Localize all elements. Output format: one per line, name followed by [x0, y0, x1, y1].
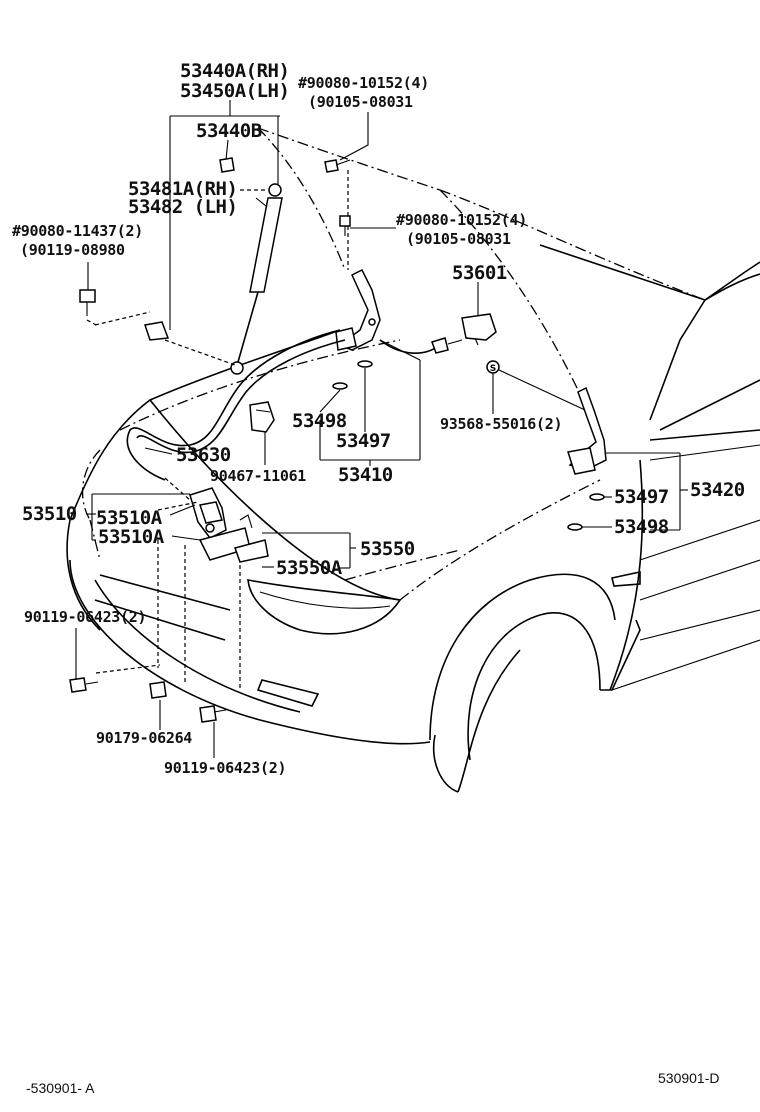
release-cable [126, 329, 463, 481]
label-53410: 53410 [338, 464, 393, 486]
label-53498-center: 53498 [292, 410, 347, 432]
car-body-outline [66, 127, 760, 793]
lock-release-lever [461, 313, 497, 346]
label-53497-center: 53497 [336, 430, 391, 452]
label-53440B: 53440B [196, 120, 262, 142]
top-bolt [324, 159, 351, 270]
label-90105-08031-top: (90105-08031 [308, 93, 413, 111]
hood-hinge-right [567, 386, 607, 531]
clip-93568: S [486, 360, 500, 374]
leader-lines [75, 100, 688, 758]
label-90080-10152-mid: #90080-10152(4) [396, 211, 527, 229]
label-53510A-2: 53510A [98, 526, 164, 548]
label-53550A: 53550A [276, 557, 342, 579]
label-53510: 53510 [22, 503, 77, 525]
svg-text:S: S [490, 364, 496, 374]
label-53482: 53482 (LH) [128, 196, 238, 218]
label-53481A: 53481A(RH) [128, 178, 238, 200]
hood-hinge-left [335, 268, 381, 351]
label-53510A-1: 53510A [96, 507, 162, 529]
support-bracket [79, 289, 236, 366]
label-53630: 53630 [176, 444, 231, 466]
label-90080-11437: #90080-11437(2) [12, 222, 143, 240]
label-90119-08980: (90119-08980 [20, 241, 125, 259]
washers-center [332, 360, 373, 390]
label-90467-11061: 90467-11061 [210, 467, 307, 485]
label-53450A: 53450A(LH) [180, 80, 290, 102]
label-53440A: 53440A(RH) [180, 60, 290, 82]
label-90119-06423-left: 90119-06423(2) [24, 608, 147, 626]
footer-right-code: 530901-D [658, 1070, 720, 1086]
label-90119-06423-bottom: 90119-06423(2) [164, 759, 287, 777]
clip-90467 [249, 401, 275, 433]
label-53420: 53420 [690, 479, 745, 501]
bottom-bolts [69, 677, 227, 723]
label-93568-55016: 93568-55016(2) [440, 415, 563, 433]
label-90179-06264: 90179-06264 [96, 729, 193, 747]
label-53497-right: 53497 [614, 486, 669, 508]
footer-left-code: -530901- A [26, 1080, 95, 1096]
label-53550: 53550 [360, 538, 415, 560]
label-90080-10152-top: #90080-10152(4) [298, 74, 429, 92]
label-53601: 53601 [452, 262, 507, 284]
label-53498-right: 53498 [614, 516, 669, 538]
hood-support-rod [230, 183, 283, 375]
label-90105-08031-mid: (90105-08031 [406, 230, 511, 248]
hood-lock-assembly [95, 477, 269, 690]
